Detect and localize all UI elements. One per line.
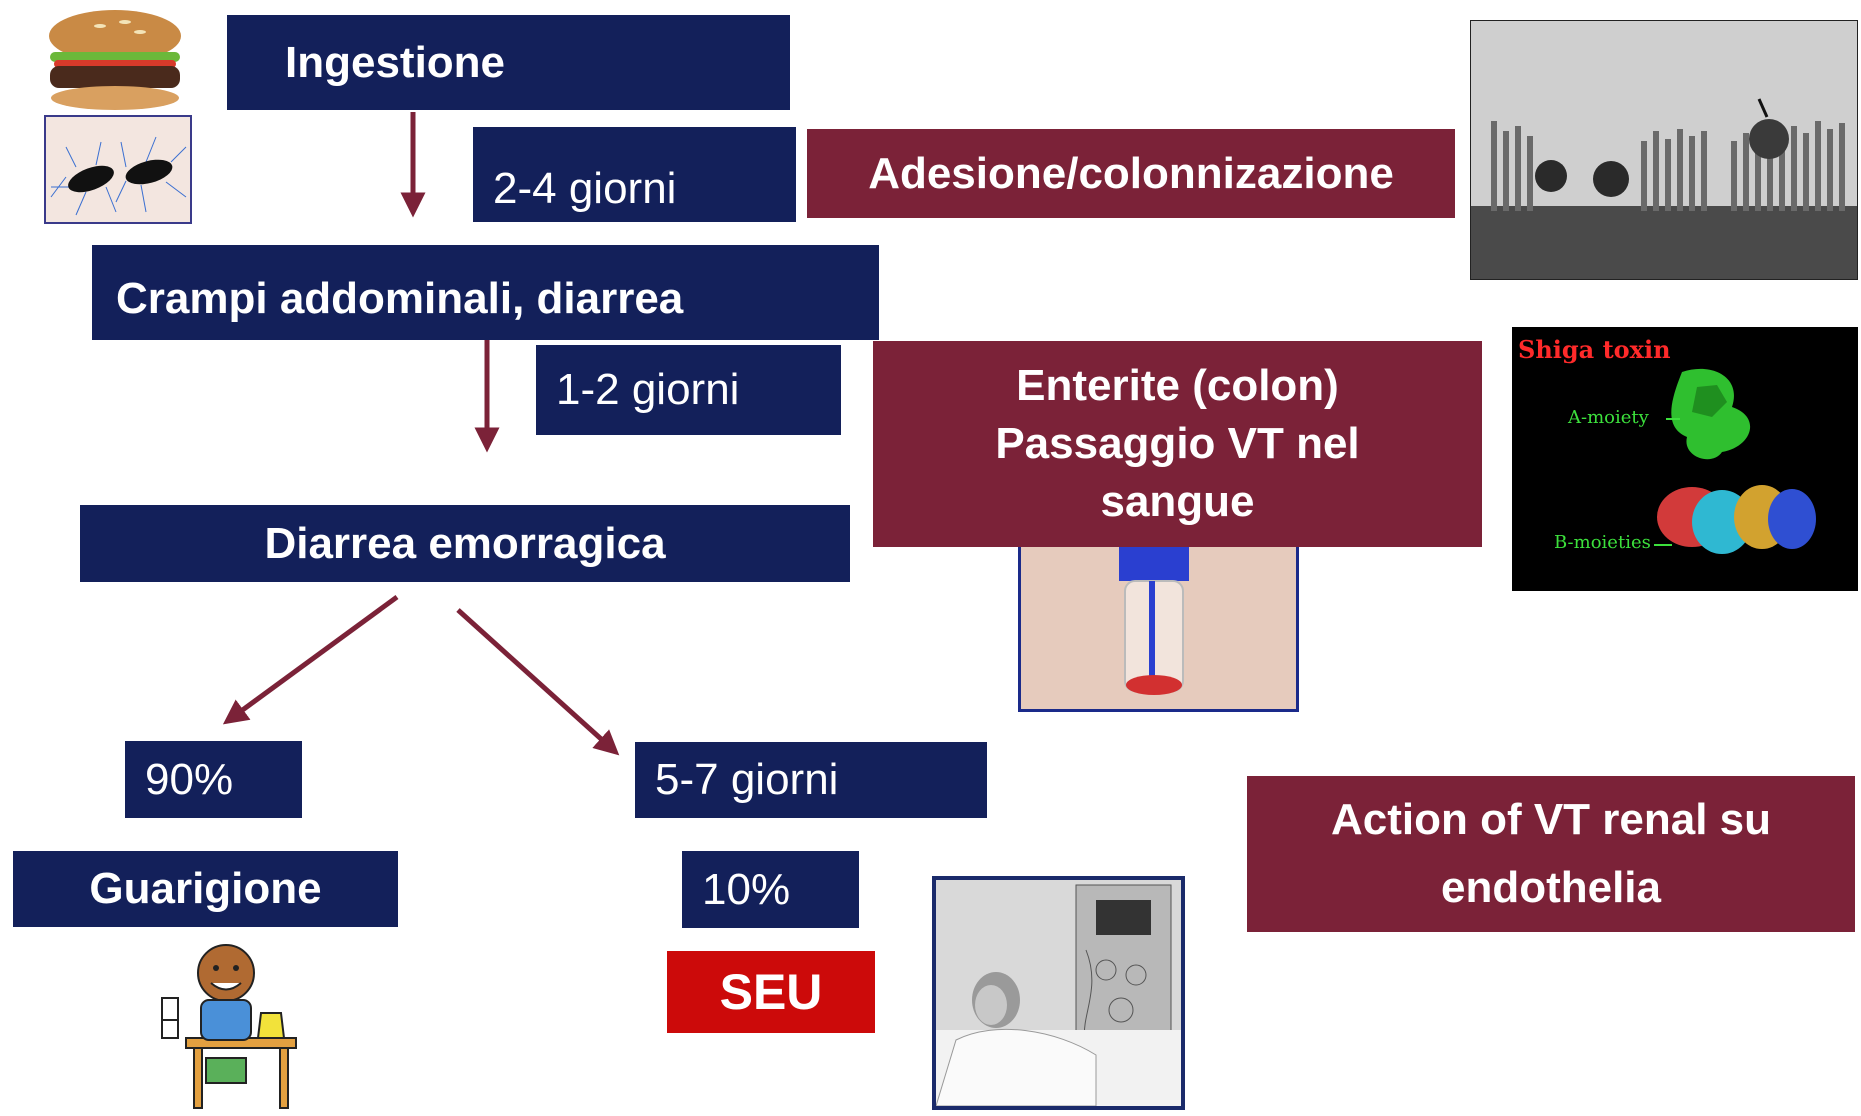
recovery-box: Guarigione bbox=[13, 851, 398, 927]
hamburger-icon bbox=[40, 8, 190, 113]
shiga-toxin-structure-image: Shiga toxin A-moiety B-moieties bbox=[1512, 327, 1858, 591]
renal-line-1: Action of VT renal su bbox=[1330, 795, 1772, 844]
interval-2-4-days: 2-4 giorni bbox=[473, 127, 796, 222]
renal-action-box: Action of VT renal su endothelia bbox=[1247, 776, 1855, 932]
arrow-bloody-to-hus bbox=[456, 608, 620, 756]
renal-line-2: endothelia bbox=[1440, 863, 1662, 912]
toxin-label-b: B-moieties bbox=[1554, 532, 1651, 553]
toxin-title: Shiga toxin bbox=[1518, 335, 1671, 364]
enteritis-box: Enterite (colon) Passaggio VT nel sangue bbox=[873, 341, 1482, 547]
child-dialysis-photo bbox=[932, 876, 1185, 1110]
interval-5-7-days: 5-7 giorni bbox=[635, 742, 987, 818]
adhesion-box: Adesione/colonnizazione bbox=[807, 129, 1455, 218]
bacteria-icon bbox=[44, 115, 192, 224]
enteritis-line-2: Passaggio VT nel bbox=[995, 419, 1360, 468]
arrow-bloody-to-recovery bbox=[222, 594, 399, 725]
hus-percent: 10% bbox=[682, 851, 859, 928]
toxin-label-a: A-moiety bbox=[1568, 407, 1649, 428]
happy-child-clipart bbox=[156, 938, 316, 1116]
bloody-diarrhea-box: Diarrea emorragica bbox=[80, 505, 850, 582]
interval-1-2-days: 1-2 giorni bbox=[536, 345, 841, 435]
enteritis-line-1: Enterite (colon) bbox=[1016, 361, 1339, 410]
recovery-percent: 90% bbox=[125, 741, 302, 818]
hus-box: SEU bbox=[667, 951, 875, 1033]
blood-sample-tube-image bbox=[1018, 530, 1299, 712]
cramps-diarrhea-box: Crampi addominali, diarrea bbox=[92, 245, 879, 340]
electron-micrograph-image bbox=[1470, 20, 1858, 280]
ingestion-box: Ingestione bbox=[227, 15, 790, 110]
enteritis-line-3: sangue bbox=[1100, 477, 1255, 526]
